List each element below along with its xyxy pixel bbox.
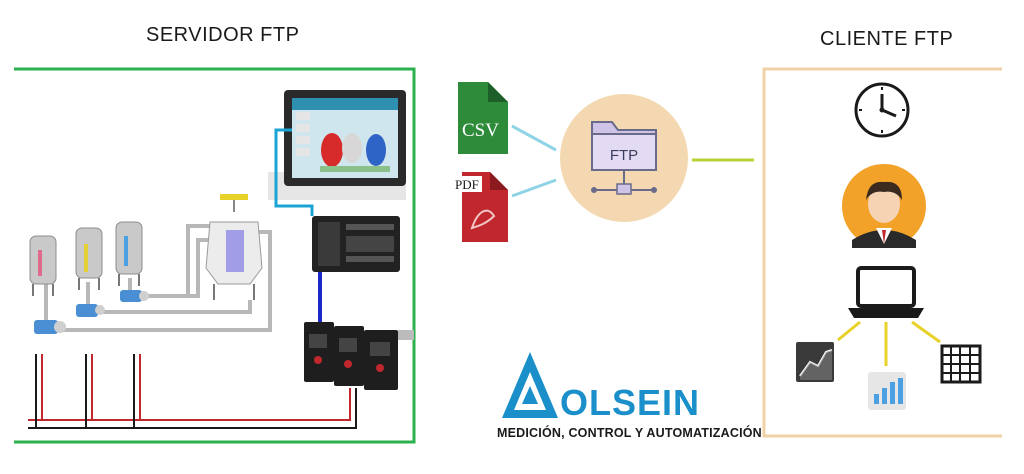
report-links	[837, 320, 941, 366]
server-frame	[14, 67, 416, 444]
tank-1	[29, 235, 57, 296]
pump-1	[34, 320, 66, 334]
client-title: CLIENTE FTP	[820, 28, 954, 50]
frequency-drives	[304, 322, 414, 390]
bar-chart-icon	[868, 372, 906, 410]
user-avatar-icon	[842, 164, 926, 248]
client-frame	[762, 67, 1002, 438]
pdf-file-icon: PDF	[452, 172, 508, 242]
tank-2	[75, 227, 103, 290]
csv-link	[511, 124, 557, 152]
hmi-touch-panel	[268, 90, 406, 200]
device-cables	[28, 128, 357, 429]
server-title: SERVIDOR FTP	[146, 24, 300, 46]
csv-label: CSV	[462, 120, 499, 141]
folder-network-icon: FTP	[560, 94, 688, 222]
pdf-label: PDF	[455, 177, 479, 192]
pump-3	[120, 290, 149, 302]
brand-logo-mark	[502, 352, 558, 418]
grid-table-icon	[940, 344, 982, 384]
pdf-link	[511, 178, 557, 198]
line-chart-icon	[796, 342, 834, 382]
tank-3	[115, 221, 143, 286]
mixing-tank	[205, 194, 263, 300]
pump-2	[76, 304, 105, 317]
clock-icon	[854, 82, 910, 138]
plc-controller	[312, 216, 400, 272]
ftp-label: FTP	[610, 147, 638, 164]
laptop-icon	[848, 266, 924, 318]
csv-file-icon: CSV	[458, 82, 508, 154]
brand-name: OLSEIN	[560, 382, 701, 423]
brand-tagline: MEDICIÓN, CONTROL Y AUTOMATIZACIÓN	[497, 426, 762, 440]
